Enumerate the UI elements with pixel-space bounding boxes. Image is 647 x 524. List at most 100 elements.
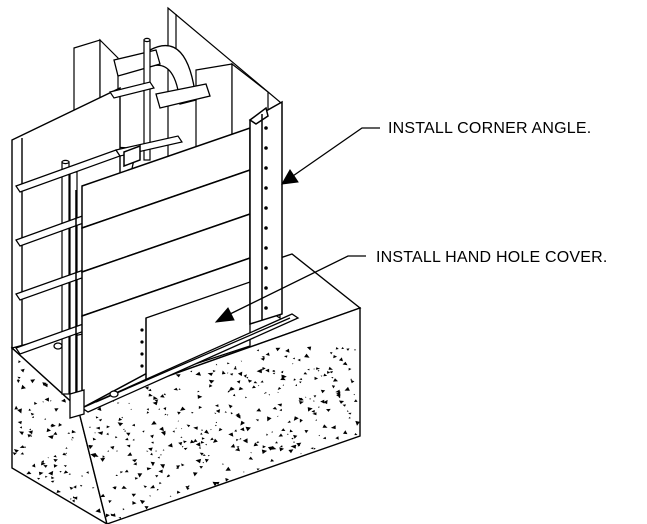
concrete-speckle (155, 475, 159, 478)
concrete-speckle (341, 347, 345, 350)
concrete-speckle (42, 382, 47, 386)
concrete-speckle (320, 375, 323, 377)
concrete-speckle (38, 471, 44, 476)
concrete-speckle (144, 506, 149, 510)
concrete-speckle (304, 430, 309, 434)
concrete-speckle (234, 366, 237, 368)
concrete-speckle (204, 458, 209, 463)
concrete-speckle (193, 438, 198, 442)
concrete-speckle (158, 408, 160, 410)
concrete-speckle (65, 452, 67, 454)
concrete-speckle (297, 358, 301, 362)
concrete-speckle (293, 378, 297, 381)
anchor-bolt-2 (53, 342, 63, 350)
concrete-speckle (47, 457, 49, 459)
corner-angle-leader (289, 127, 380, 179)
concrete-speckle (159, 481, 162, 485)
concrete-speckle (312, 412, 317, 416)
concrete-speckle (311, 409, 315, 413)
concrete-speckle (333, 378, 338, 382)
base-left-face (11, 346, 108, 524)
concrete-speckle (246, 376, 249, 379)
concrete-speckle (227, 372, 229, 374)
concrete-speckle (18, 360, 21, 364)
concrete-speckle (181, 463, 185, 467)
corner-angle (248, 100, 283, 326)
concrete-speckle (275, 441, 278, 444)
concrete-speckle (126, 432, 131, 436)
concrete-speckle (20, 368, 25, 373)
concrete-speckle (331, 377, 334, 379)
corner-angle-hole (264, 266, 268, 270)
concrete-speckle (105, 513, 110, 518)
concrete-speckle (148, 388, 152, 392)
concrete-speckle (336, 394, 341, 398)
concrete-speckle (34, 401, 38, 405)
concrete-speckle (288, 449, 294, 454)
leader-lines (225, 127, 380, 317)
concrete-speckle (225, 478, 229, 482)
concrete-speckle (17, 376, 21, 379)
concrete-speckle (148, 393, 152, 396)
concrete-speckle (215, 409, 221, 414)
concrete-speckle (42, 401, 44, 403)
concrete-speckle (313, 447, 316, 450)
concrete-speckle (131, 423, 136, 427)
concrete-speckle (353, 399, 358, 402)
concrete-speckle (63, 465, 67, 468)
corner-angle-hole (264, 186, 268, 190)
concrete-speckle (293, 416, 299, 421)
concrete-speckle (298, 381, 302, 384)
concrete-speckle (198, 446, 202, 449)
concrete-speckle (202, 454, 206, 456)
corner-angle-hole (264, 126, 268, 130)
concrete-speckle (176, 490, 181, 494)
concrete-speckle (73, 485, 77, 489)
concrete-speckle (221, 370, 226, 375)
concrete-speckle (342, 404, 346, 407)
concrete-speckle (150, 461, 155, 467)
concrete-speckle (215, 363, 218, 366)
concrete-speckle (146, 408, 149, 411)
concrete-speckle (236, 380, 241, 384)
arrow-heads (214, 169, 299, 323)
concrete-speckle (156, 488, 159, 491)
concrete-speckle (94, 432, 96, 434)
concrete-speckle (86, 471, 89, 474)
concrete-speckle (95, 508, 101, 513)
concrete-speckle (69, 486, 74, 490)
concrete-speckle (110, 446, 115, 450)
concrete-speckle (329, 370, 333, 374)
concrete-speckle (120, 471, 124, 474)
concrete-speckle (348, 367, 352, 371)
concrete-speckle (266, 433, 269, 436)
concrete-speckle (71, 436, 74, 439)
concrete-speckle (178, 442, 183, 446)
hand-hole-leader (225, 255, 366, 317)
concrete-speckle (299, 378, 303, 381)
concrete-speckle (262, 367, 266, 371)
concrete-speckle (310, 447, 314, 450)
concrete-speckle (225, 466, 231, 471)
concrete-speckle (293, 441, 296, 443)
concrete-speckle (63, 470, 69, 474)
concrete-speckle (81, 475, 83, 477)
concrete-speckle (37, 477, 41, 480)
concrete-speckle (127, 452, 133, 456)
concrete-speckle (207, 455, 210, 457)
concrete-speckle (342, 361, 348, 366)
concrete-speckle (153, 396, 158, 400)
concrete-speckle (250, 452, 252, 454)
concrete-speckle (45, 475, 48, 478)
concrete-speckle (56, 489, 61, 493)
concrete-speckle (257, 441, 260, 444)
concrete-speckle (12, 452, 17, 456)
concrete-speckle (281, 428, 286, 431)
concrete-speckle (264, 392, 266, 394)
callout-corner-angle: INSTALL CORNER ANGLE. (388, 120, 591, 137)
concrete-speckle (335, 389, 341, 393)
concrete-speckle (279, 447, 285, 452)
concrete-speckle (313, 395, 317, 398)
concrete-speckle (199, 466, 204, 469)
concrete-speckle (348, 412, 352, 415)
